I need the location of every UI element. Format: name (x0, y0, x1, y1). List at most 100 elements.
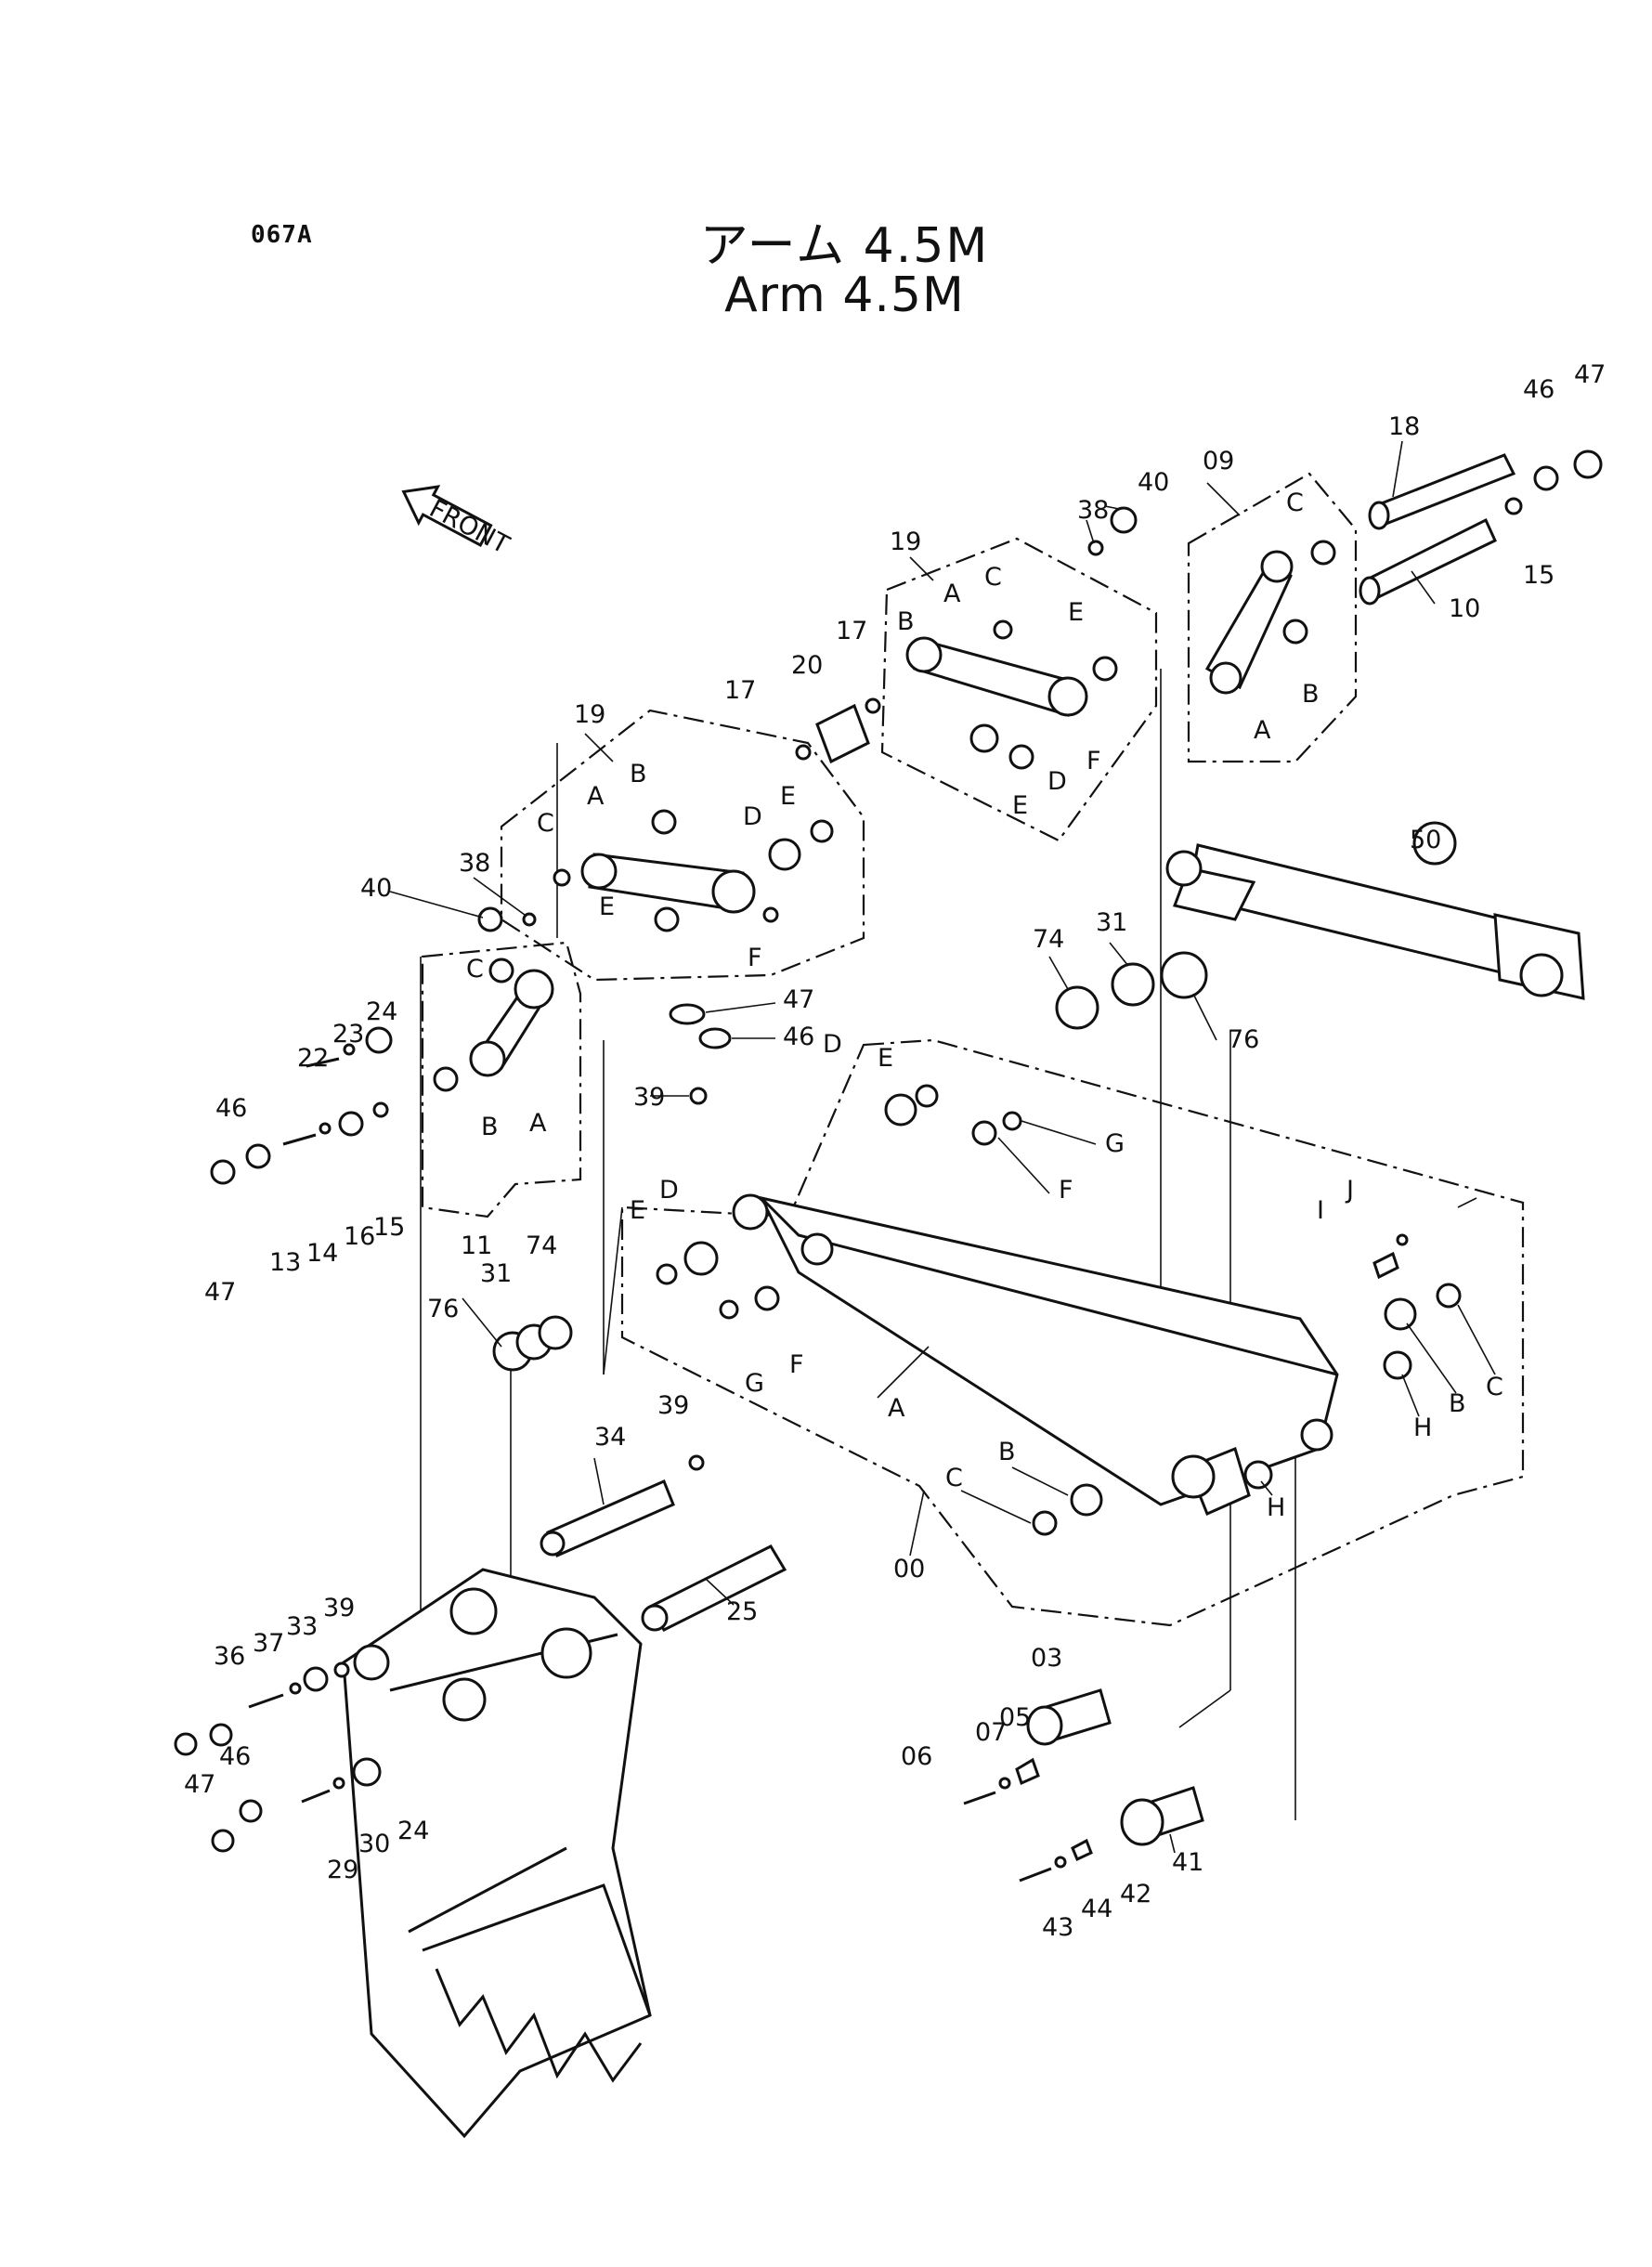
part-label: A (587, 782, 605, 811)
bushing-F-upper (971, 1120, 997, 1146)
part-label: 19 (890, 528, 921, 556)
plate-33 (303, 1666, 329, 1692)
ring-76-upper (1160, 951, 1208, 999)
part-label: G (1105, 1129, 1125, 1158)
part-label: I (1317, 1196, 1324, 1225)
part-label: A (529, 1109, 547, 1138)
ring-C-lower (1032, 1510, 1058, 1536)
part-label: 39 (657, 1391, 689, 1420)
grease-fitting-15-left (372, 1101, 389, 1118)
part-label: 47 (184, 1770, 215, 1799)
part-label: 76 (1228, 1025, 1259, 1054)
pin-10 (1359, 517, 1497, 606)
part-label: C (466, 955, 484, 984)
part-label: C (1486, 1373, 1503, 1401)
plate-05 (1015, 1757, 1040, 1786)
washer-30 (332, 1777, 345, 1790)
part-label: E (1068, 598, 1084, 627)
part-label: B (1302, 680, 1320, 709)
part-label: 24 (366, 997, 397, 1026)
washer-23 (343, 1043, 356, 1056)
part-label: 36 (214, 1642, 245, 1671)
part-label: B (630, 760, 647, 788)
part-label: 74 (1033, 925, 1064, 954)
group-00-boundary (620, 1038, 1525, 1627)
group-19-lower-boundary (500, 709, 865, 982)
part-label: B (481, 1113, 499, 1141)
grease-fitting-15 (1504, 497, 1523, 515)
part-label: C (537, 809, 554, 838)
part-label: E (878, 1044, 893, 1073)
part-label: D (743, 802, 762, 831)
collar-46-mid (698, 1027, 732, 1049)
bushing-D-lower (683, 1241, 719, 1276)
part-label: 06 (901, 1742, 932, 1771)
part-label: 07 (975, 1718, 1007, 1747)
part-label: F (1059, 1176, 1073, 1205)
part-label: 19 (574, 700, 605, 729)
part-label: D (823, 1030, 842, 1059)
bolt-13 (282, 1133, 317, 1146)
part-label: F (789, 1350, 804, 1379)
link-19-upper (905, 506, 1138, 770)
group-19-upper-boundary (880, 537, 1158, 842)
plate-42 (1071, 1838, 1093, 1862)
pin-18 (1368, 453, 1516, 530)
part-label: E (599, 892, 615, 921)
title-english: Arm 4.5M (724, 267, 965, 323)
part-label: 40 (360, 874, 392, 903)
title-japanese: アーム 4.5M (699, 218, 990, 274)
part-label: 03 (1031, 1644, 1062, 1673)
part-label: 15 (373, 1213, 405, 1242)
shim-74-upper (1055, 985, 1099, 1030)
fitting-39-bucket (333, 1661, 350, 1678)
pin-34 (540, 1454, 705, 1557)
bushing-H-lower (1243, 1460, 1273, 1490)
plate-16 (338, 1111, 364, 1137)
part-label: 47 (1574, 360, 1606, 389)
fitting-39-mid (689, 1087, 708, 1105)
bolt-J (1396, 1233, 1409, 1246)
part-label: C (945, 1464, 963, 1492)
link-11 (433, 958, 554, 1092)
part-label: D (659, 1176, 679, 1205)
bolt-22 (306, 1057, 340, 1068)
part-label: 38 (1077, 496, 1109, 525)
collar-46-bucket-bottom (239, 1799, 263, 1823)
arm-body-00 (732, 1193, 1339, 1517)
part-label: 18 (1388, 412, 1420, 441)
part-label: 46 (219, 1742, 251, 1771)
part-label: E (630, 1196, 645, 1225)
part-label: H (1267, 1493, 1285, 1522)
part-label: D (1047, 767, 1067, 796)
part-label: 15 (1523, 561, 1554, 590)
cap-47-left (210, 1159, 236, 1185)
plate-I (1372, 1251, 1399, 1280)
ring-17-upper (865, 697, 881, 714)
bushing-B-right (1384, 1297, 1417, 1331)
part-label: 46 (783, 1023, 814, 1051)
part-label: 30 (358, 1830, 390, 1858)
group-11-boundary (421, 941, 582, 1218)
part-label: 17 (724, 676, 756, 705)
bolt-06 (963, 1791, 996, 1805)
part-label: J (1345, 1176, 1354, 1205)
bolt-29 (301, 1789, 331, 1804)
part-label: 25 (726, 1597, 758, 1626)
callout-circle-50 (1412, 821, 1457, 866)
part-label: 29 (327, 1856, 358, 1884)
part-label: C (984, 563, 1002, 592)
part-label: B (998, 1438, 1016, 1466)
cylinder-50 (1165, 843, 1585, 1000)
collar-46-bucket-top (209, 1723, 233, 1747)
bucket (342, 1568, 652, 2139)
part-label: 17 (836, 617, 867, 645)
part-label: 46 (215, 1094, 247, 1123)
part-label: A (888, 1394, 905, 1423)
page-code: 067A (251, 221, 313, 249)
part-label: 00 (893, 1555, 925, 1583)
washer-37 (289, 1682, 302, 1695)
bushing-D-upper (884, 1093, 917, 1127)
ring-C-right (1436, 1283, 1462, 1309)
